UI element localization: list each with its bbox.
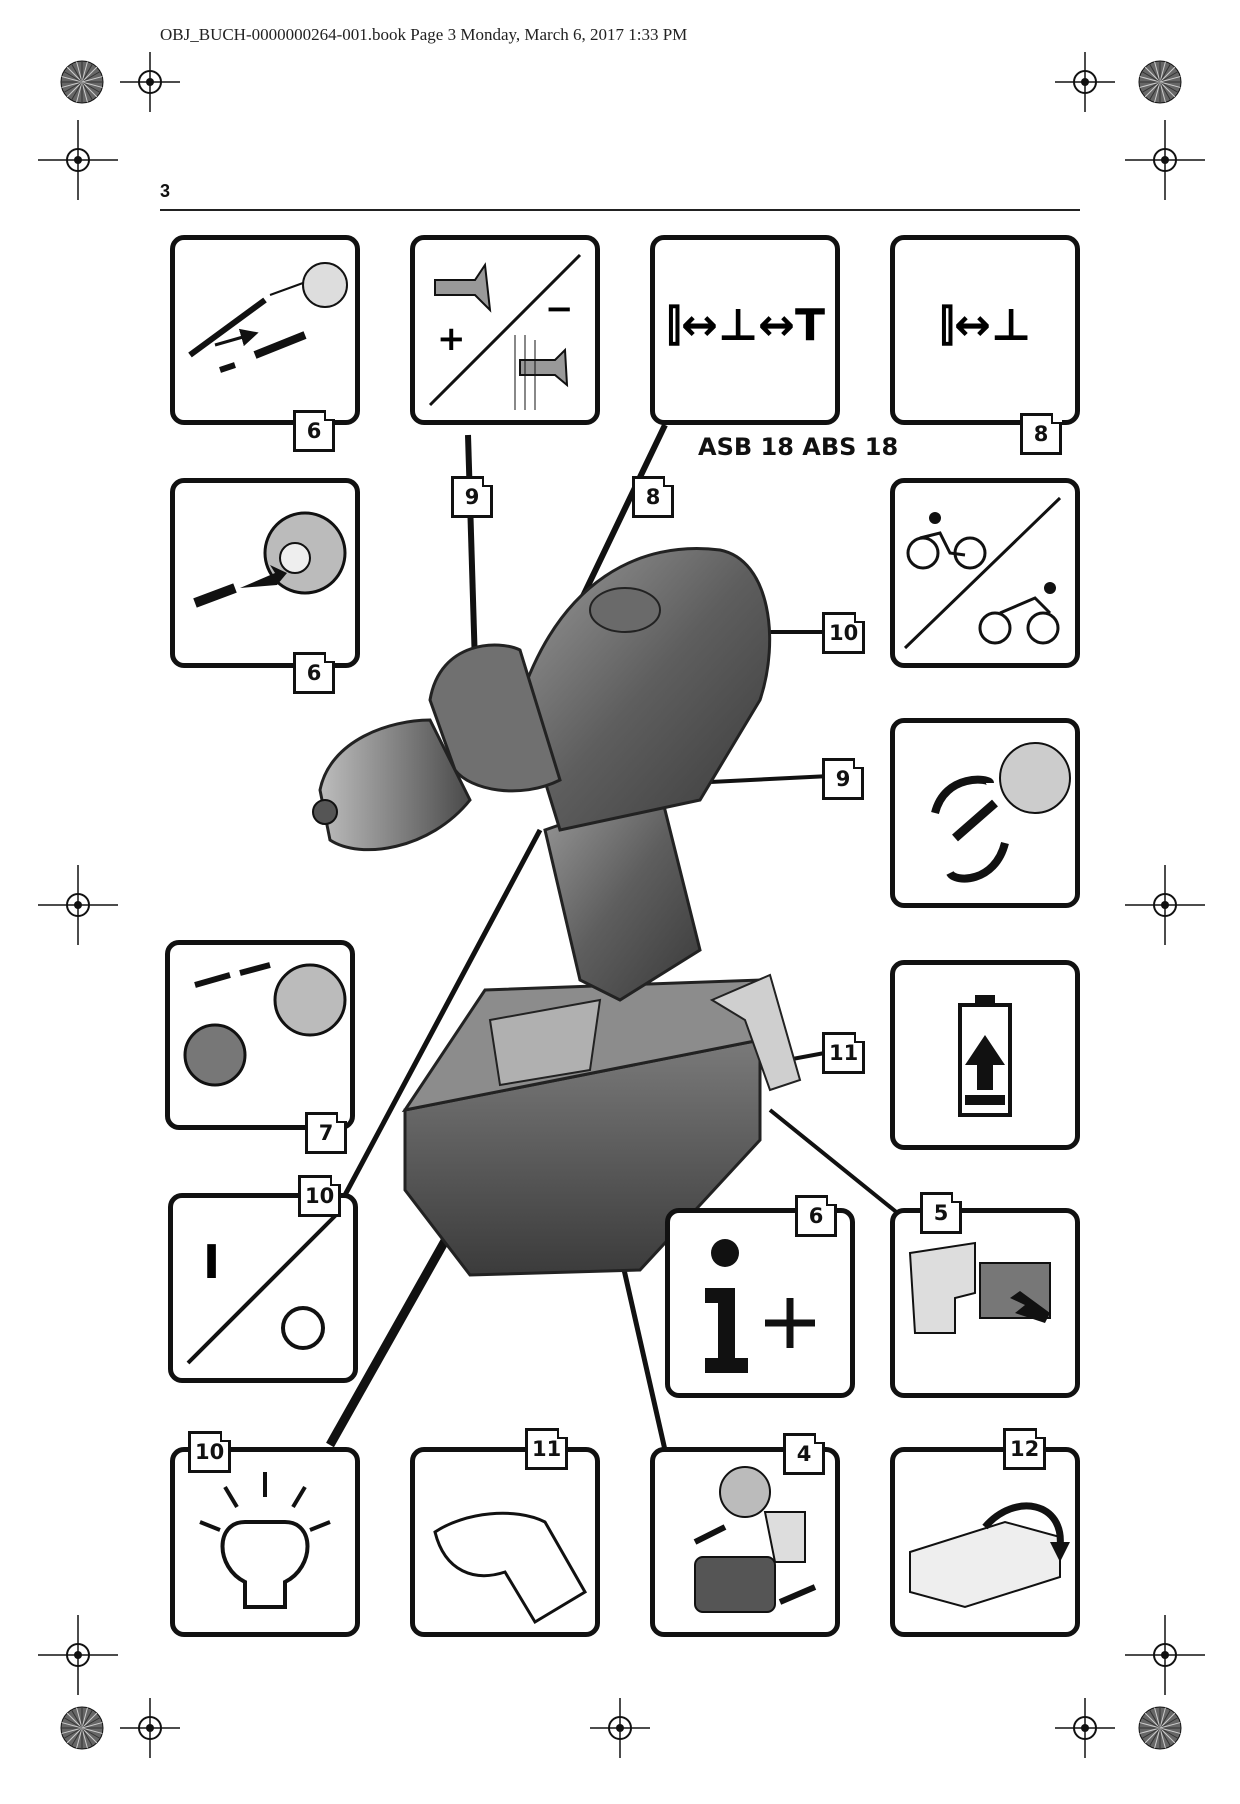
crosshair-mark-icon (1055, 52, 1115, 112)
panel-ref-number: 6 (795, 1195, 837, 1237)
figure-panel (665, 1208, 855, 1398)
panel-ref-number: 4 (783, 1433, 825, 1475)
panel-ref-number: 6 (293, 410, 335, 452)
info-plus-icon (705, 1239, 815, 1373)
panel-ref-number: 10 (298, 1175, 342, 1217)
torque-setting-icon: + − (428, 253, 582, 410)
color-wheel-mark-icon (1138, 1706, 1182, 1750)
rotation-direction-icon (931, 742, 1071, 883)
crosshair-mark-icon (38, 120, 118, 200)
panel-ref-number: 10 (188, 1431, 232, 1473)
file-header-line: OBJ_BUCH-0000000264-001.book Page 3 Mond… (160, 25, 688, 44)
svg-text:⫿↔⊥↔T: ⫿↔⊥↔T (667, 300, 825, 351)
crosshair-mark-icon (120, 1698, 180, 1758)
mode-drill-screw-hammer-icon: ⫿↔⊥↔T (667, 300, 825, 351)
svg-text:−: − (545, 289, 574, 329)
model-label: ASB 18 ABS 18 (698, 433, 899, 461)
tool-ref-number-9: 9 (451, 476, 493, 518)
crosshair-mark-icon (1125, 865, 1205, 945)
crosshair-mark-icon (1125, 1615, 1205, 1695)
work-light-icon (199, 1472, 331, 1609)
figure-panel (890, 1208, 1080, 1398)
figure-panel (890, 1447, 1080, 1637)
gear-speed-icon (903, 496, 1062, 650)
svg-text:+: + (437, 319, 466, 359)
bit-into-chuck-icon (193, 511, 347, 608)
figure-panel: I (168, 1193, 358, 1383)
figure-panel (890, 718, 1080, 908)
header-rule (160, 209, 1080, 211)
figure-panel (410, 1447, 600, 1637)
panel-ref-number: 12 (1003, 1428, 1047, 1470)
figure-panel (650, 1447, 840, 1637)
color-wheel-mark-icon (60, 1706, 104, 1750)
chuck-change-icon (183, 962, 347, 1087)
battery-release-icon (908, 1241, 1051, 1334)
crosshair-mark-icon (590, 1698, 650, 1758)
panel-ref-number: 11 (822, 1032, 866, 1074)
figure-panel (890, 960, 1080, 1150)
crosshair-mark-icon (120, 52, 180, 112)
panel-ref-number: 5 (920, 1192, 962, 1234)
on-off-switch-icon: I (186, 1211, 340, 1365)
panel-ref-number: 10 (822, 612, 866, 654)
svg-text:I: I (203, 1235, 220, 1289)
figure-panel (170, 478, 360, 668)
figure-panel (170, 1447, 360, 1637)
color-wheel-mark-icon (1138, 60, 1182, 104)
svg-text:⫿↔⊥: ⫿↔⊥ (940, 300, 1031, 351)
figure-panel: ⫿↔⊥ (890, 235, 1080, 425)
battery-charge-icon (958, 995, 1012, 1117)
panel-ref-number: 7 (305, 1112, 347, 1154)
page-number: 3 (160, 181, 171, 201)
figure-panel (165, 940, 355, 1130)
crosshair-mark-icon (38, 865, 118, 945)
panel-ref-number: 8 (1020, 413, 1062, 455)
crosshair-mark-icon (1125, 120, 1205, 200)
color-wheel-mark-icon (60, 60, 104, 104)
packaging-icon (909, 1502, 1070, 1609)
figure-panel: ⫿↔⊥↔T (650, 235, 840, 425)
battery-insert-icon (693, 1466, 817, 1613)
hand-grip-icon (433, 1511, 588, 1625)
mode-drill-screw-icon: ⫿↔⊥ (940, 300, 1031, 351)
figure-panel: + − (410, 235, 600, 425)
panel-ref-number: 11 (525, 1428, 569, 1470)
figure-panel (890, 478, 1080, 668)
figure-panel (170, 235, 360, 425)
tool-ref-number-8: 8 (632, 476, 674, 518)
crosshair-mark-icon (1055, 1698, 1115, 1758)
bit-insert-icon (188, 262, 348, 373)
panel-ref-number: 6 (293, 652, 335, 694)
panel-ref-number: 9 (822, 758, 864, 800)
crosshair-mark-icon (38, 1615, 118, 1695)
